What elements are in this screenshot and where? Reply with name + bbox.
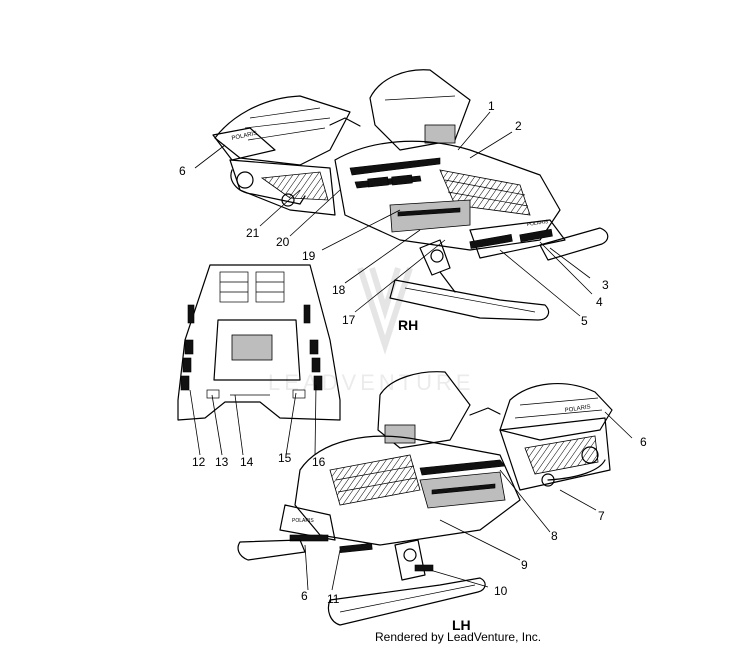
callout-16: 16 [312,455,326,469]
callout-10: 10 [494,584,508,598]
watermark-logo [357,267,413,355]
hood-top-view [177,264,341,421]
callout-6-rh: 6 [179,164,186,178]
callout-7: 7 [598,509,605,523]
callout-2: 2 [515,119,522,133]
callout-8: 8 [551,529,558,543]
callout-17: 17 [342,313,356,327]
callout-12: 12 [192,455,206,469]
leader-lines [189,111,633,591]
svg-text:POLARIS: POLARIS [292,518,314,524]
snowmobile-lh-view: POLARIS POLARIS [237,371,613,626]
callout-14: 14 [240,455,254,469]
callout-3: 3 [602,278,609,292]
view-label-lh: LH [452,617,471,633]
callout-18: 18 [332,283,346,297]
callout-15: 15 [278,451,292,465]
callout-11: 11 [327,592,340,606]
view-label-rh: RH [398,317,418,333]
watermark-text: LEADVENTURE [268,370,475,395]
render-credit: Rendered by LeadVenture, Inc. [375,630,541,644]
callout-6-lh-front: 6 [301,589,308,603]
callout-19: 19 [302,249,316,263]
callout-5: 5 [581,314,588,328]
snowmobile-rh-view: POLARIS POLARIS [212,69,609,321]
callout-4: 4 [596,295,603,309]
callout-20: 20 [276,235,290,249]
callout-9: 9 [521,558,528,572]
callout-1: 1 [488,99,495,113]
callout-6-lh-rear: 6 [640,435,647,449]
svg-text:POLARIS: POLARIS [564,404,591,414]
svg-text:POLARIS: POLARIS [526,219,549,228]
callout-13: 13 [215,455,229,469]
callout-labels: 1 2 3 4 5 6 21 20 19 18 17 12 13 14 15 1… [179,99,647,606]
svg-text:POLARIS: POLARIS [231,131,258,142]
callout-21: 21 [246,226,260,240]
